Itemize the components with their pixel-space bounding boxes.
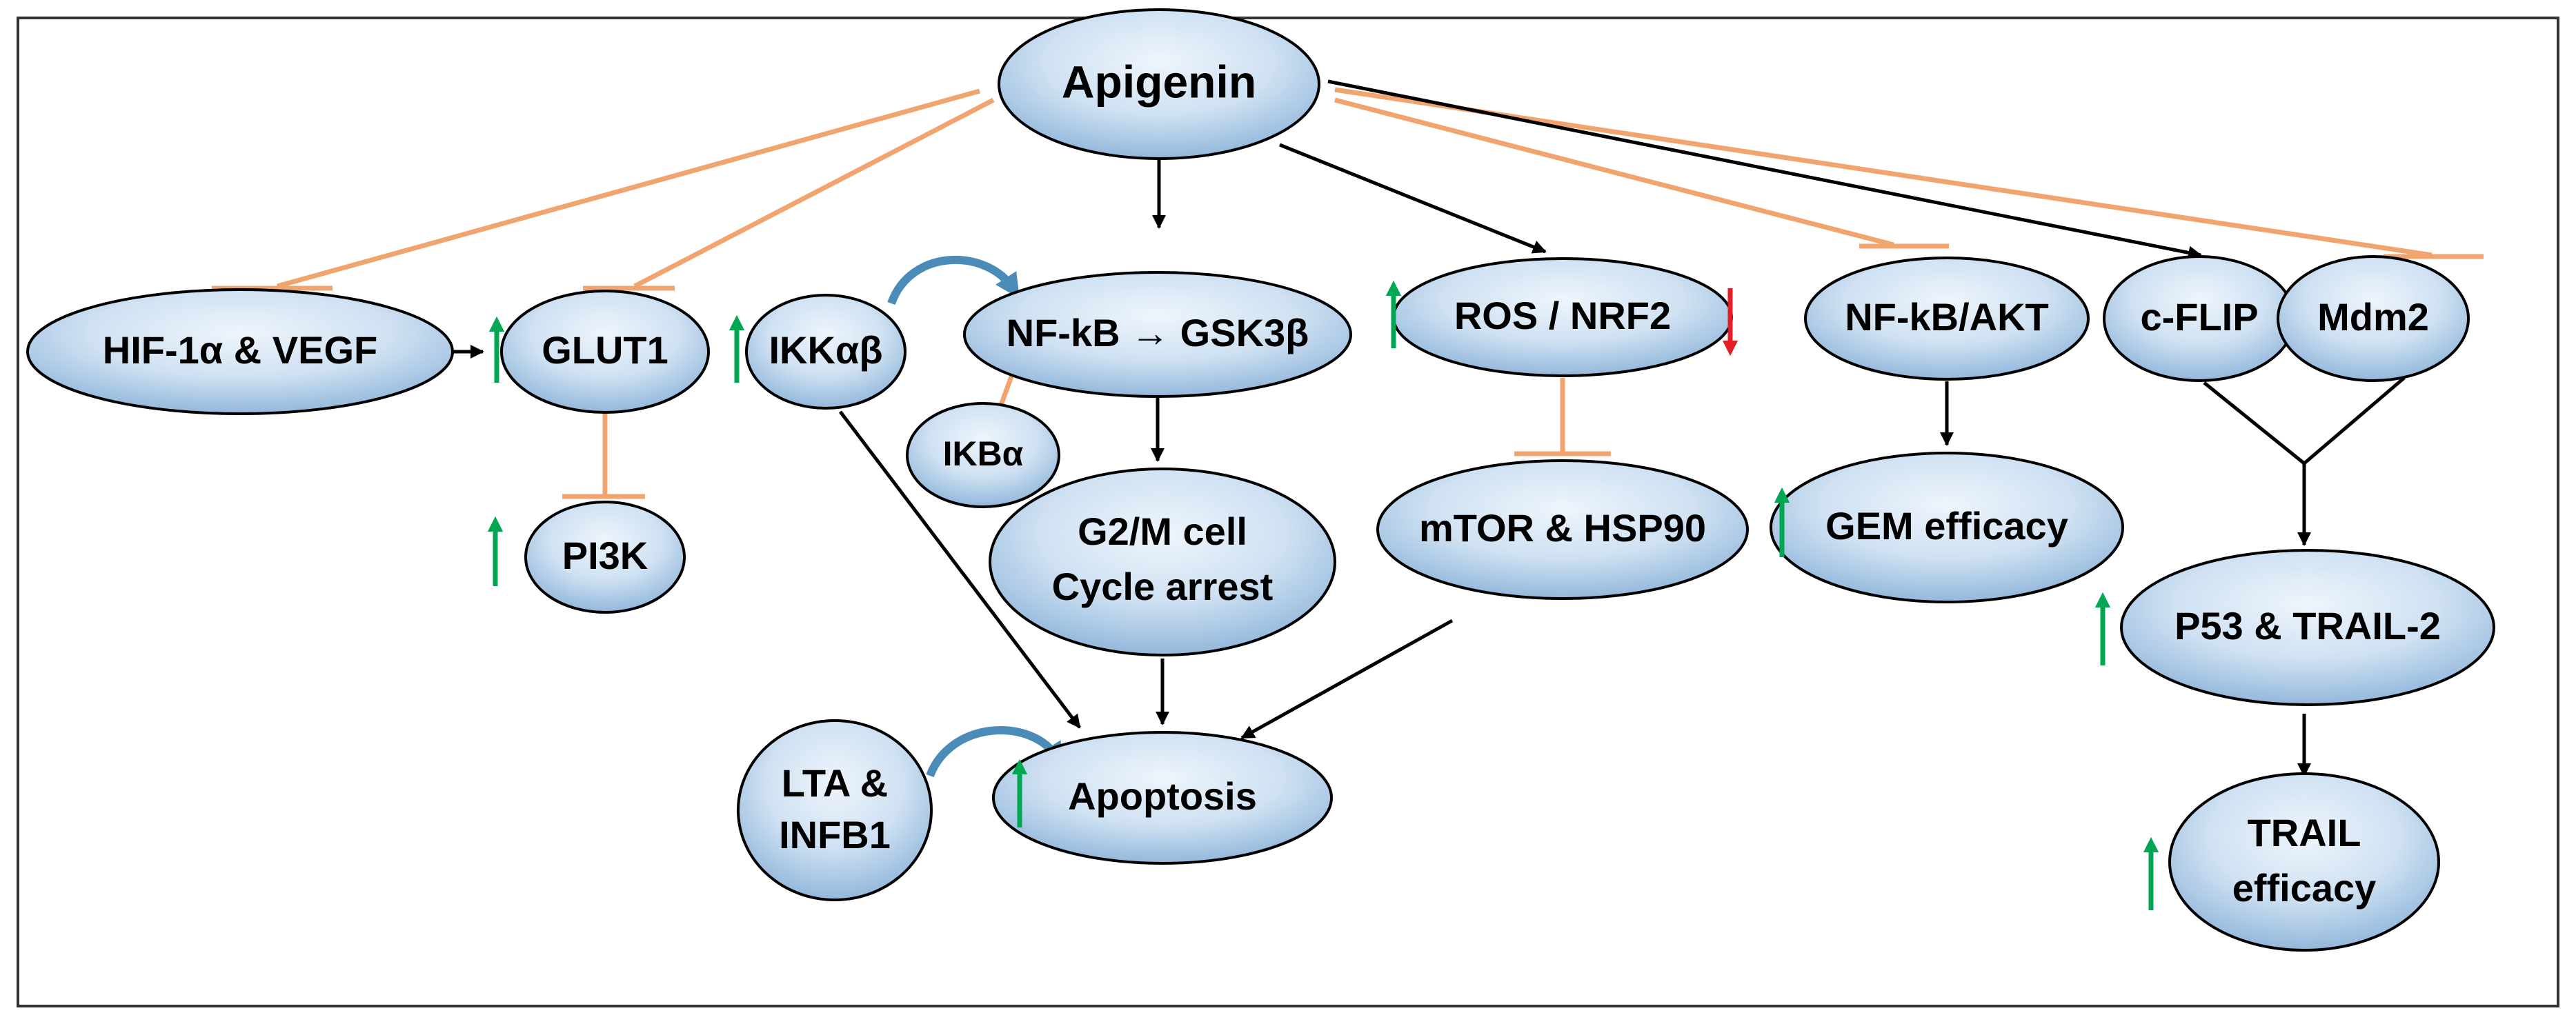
- node-g2m: [989, 468, 1336, 656]
- arrow-mtor-apoptosis: [1240, 619, 1454, 740]
- node-nfkb-akt: [1804, 257, 2090, 381]
- label-mdm2: Mdm2: [2317, 295, 2429, 339]
- label-hif-vegf: HIF-1α & VEGF: [103, 328, 377, 372]
- label-p53-trail2: P53 & TRAIL-2: [2174, 604, 2441, 647]
- inhibit-mdm2: [1334, 87, 2433, 258]
- regulation-arrows: [487, 280, 2159, 910]
- node-glut1: [500, 290, 710, 414]
- arrow-ikk-apoptosis: [839, 410, 1081, 729]
- node-p53-trail2: [2120, 549, 2495, 706]
- arrow-apigenin-cflip: [1327, 79, 2202, 260]
- label-nfkb-akt: NF-kB/AKT: [1845, 295, 2049, 339]
- node-apoptosis: [992, 731, 1333, 865]
- curved-arrow-icon: [926, 726, 1064, 778]
- merge-line-cflip: [2203, 381, 2306, 465]
- label-ikkab: IKKαβ: [769, 328, 882, 372]
- node-lta-infb1: [737, 719, 933, 901]
- node-mtor-hsp90: [1376, 459, 1749, 600]
- label-apoptosis: Apoptosis: [1068, 774, 1257, 818]
- label-trail-line2: efficacy: [2232, 866, 2377, 910]
- curved-arrow-icon: [887, 255, 1020, 305]
- nodes: [26, 8, 2495, 952]
- label-apigenin: Apigenin: [1062, 56, 1256, 107]
- merge-lines: [2203, 377, 2406, 465]
- merge-line-mdm2: [2303, 377, 2406, 465]
- inhibit-nfkb-akt: [1334, 97, 1894, 248]
- node-gem: [1770, 452, 2124, 603]
- inhibition-edges: [212, 87, 2484, 499]
- activation-edges: [453, 79, 2311, 777]
- node-ikba: [906, 402, 1060, 508]
- label-nfkb-gsk: NF-kB → GSK3β: [1007, 311, 1309, 354]
- inhibit-glut1: [633, 97, 995, 289]
- label-cflip: c-FLIP: [2140, 295, 2258, 339]
- label-glut1: GLUT1: [542, 328, 668, 372]
- label-pi3k: PI3K: [562, 534, 648, 577]
- node-pi3k: [524, 501, 686, 614]
- label-gem: GEM efficacy: [1825, 504, 2068, 548]
- label-mtor-hsp90: mTOR & HSP90: [1419, 506, 1706, 550]
- node-trail-efficacy: [2168, 772, 2440, 952]
- node-ikkab: [745, 294, 906, 410]
- label-lta-line2: INFB1: [779, 813, 891, 856]
- label-trail-line1: TRAIL: [2248, 811, 2361, 854]
- node-mdm2: [2277, 255, 2470, 382]
- arrow-apigenin-ros: [1279, 143, 1547, 254]
- label-ros-nrf2: ROS / NRF2: [1454, 294, 1671, 337]
- label-g2m-line2: Cycle arrest: [1052, 565, 1274, 608]
- node-apigenin: [998, 8, 1320, 160]
- inhibit-hif-vegf: [277, 88, 980, 289]
- node-nfkb-gsk: [963, 271, 1352, 398]
- node-hif-vegf: [26, 288, 454, 415]
- label-g2m-line1: G2/M cell: [1078, 510, 1247, 553]
- label-ikba: IKBα: [943, 434, 1024, 473]
- label-lta-line1: LTA &: [782, 761, 888, 805]
